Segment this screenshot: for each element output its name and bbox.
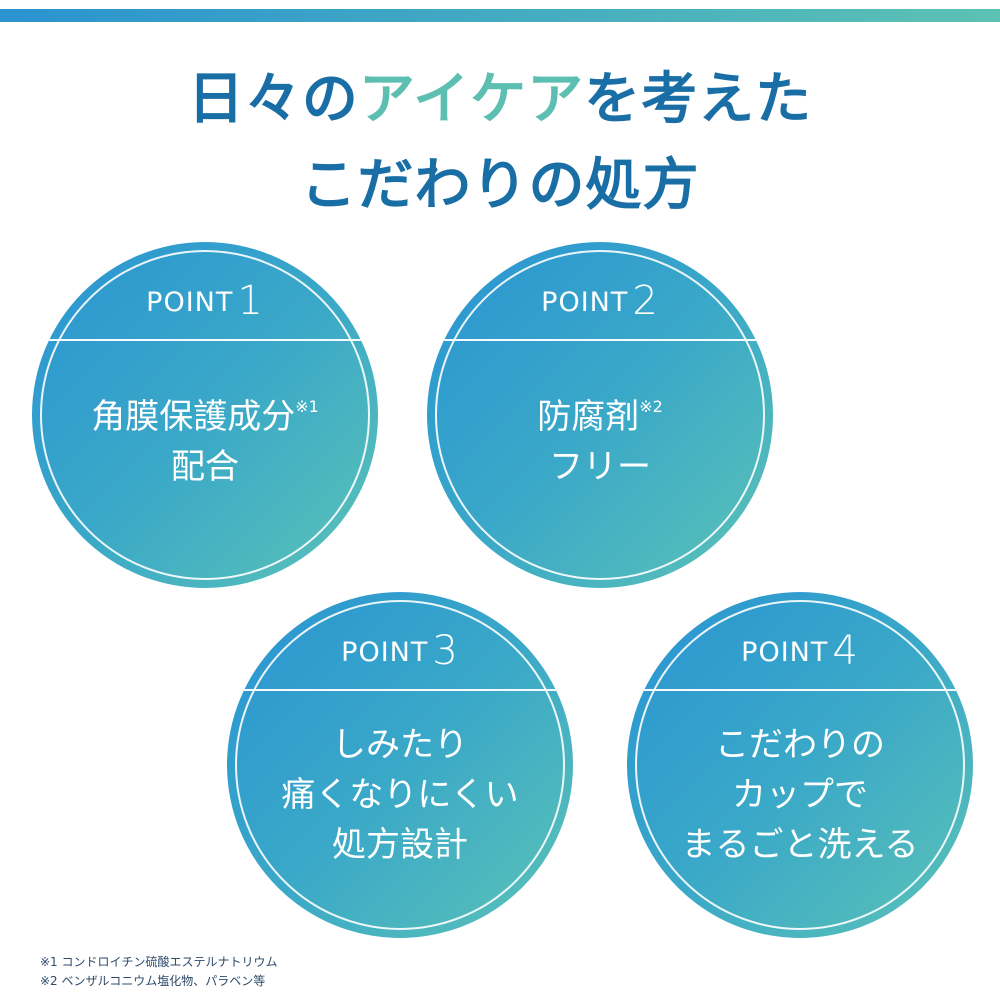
divider [427,339,773,341]
point-word: POINT [341,637,429,668]
headline-line-1: 日々のアイケアを考えた [0,72,1000,128]
point-number: 4 [832,628,859,674]
point-number: 2 [632,278,659,324]
point-line: フリー [549,447,651,487]
point-description: こだわりの カップで まるごと洗える [627,720,973,870]
divider [227,689,573,691]
point-word: POINT [541,287,629,318]
circle-ring [435,250,765,580]
point-line: 角膜保護成分 [91,397,296,437]
point-line: まるごと洗える [681,825,919,865]
top-gradient-bar [0,9,1000,22]
point-description: 角膜保護成分※1 配合 [32,382,378,492]
circle-ring [635,600,965,930]
footnote-2: ※2 ベンザルコニウム塩化物、パラベン等 [40,974,266,988]
point-line: 配合 [171,447,239,487]
point-line: 痛くなりにくい [281,775,519,815]
circle-ring [40,250,370,580]
footnote-ref: ※1 [295,397,319,416]
point-line: しみたり [332,725,468,765]
footnote-ref: ※2 [639,397,663,416]
point-word: POINT [741,637,829,668]
footnote-1: ※1 コンドロイチン硫酸エステルナトリウム [40,955,278,969]
footnotes: ※1 コンドロイチン硫酸エステルナトリウム ※2 ベンザルコニウム塩化物、パラベ… [40,953,278,991]
divider [32,339,378,341]
point-line: カップで [732,775,868,815]
circle-ring [235,600,565,930]
point-word: POINT [146,287,234,318]
headline-accent: アイケア [358,67,585,132]
point-description: 防腐剤※2 フリー [427,382,773,492]
headline-line-2: こだわりの処方 [300,153,700,218]
point-description: しみたり 痛くなりにくい 処方設計 [227,720,573,870]
point-line: 防腐剤 [537,397,640,437]
divider [627,689,973,691]
point-line: こだわりの [715,725,885,765]
headline-text: 日々の [187,67,359,132]
point-line: 処方設計 [332,825,468,865]
headline-text: を考えた [584,67,813,132]
point-number: 3 [432,628,459,674]
point-number: 1 [237,278,264,324]
